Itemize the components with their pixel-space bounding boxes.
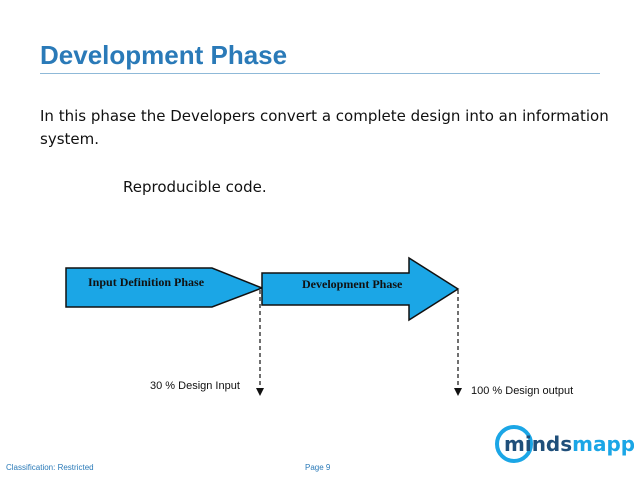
footer-classification: Classification: Restricted (6, 463, 94, 472)
marker-arrowhead-30 (256, 388, 264, 396)
logo-ring-gap (502, 432, 526, 456)
input-definition-arrow (65, 267, 265, 308)
slide-title: Development Phase (40, 40, 288, 70)
marker-label-30: 30 % Design Input (150, 380, 240, 392)
svg-text:mindsmapped: mindsmapped (504, 432, 634, 456)
logo-text-mapped: mapped (572, 432, 634, 456)
logo-text-minds: minds (504, 432, 572, 456)
logo-ring (495, 425, 533, 463)
footer-page-number: Page 9 (305, 463, 331, 472)
body-paragraph: In this phase the Developers convert a c… (40, 107, 609, 148)
input-definition-label: Input Definition Phase (88, 275, 205, 289)
marker-arrowhead-100 (454, 388, 462, 396)
marker-label-100: 100 % Design output (471, 385, 573, 397)
body-subtext: Reproducible code. (123, 178, 267, 196)
development-phase-label: Development Phase (302, 277, 403, 291)
mindsmapped-logo: mindsmapped (495, 425, 634, 463)
development-phase-arrow (261, 256, 460, 322)
title-divider (40, 73, 600, 74)
